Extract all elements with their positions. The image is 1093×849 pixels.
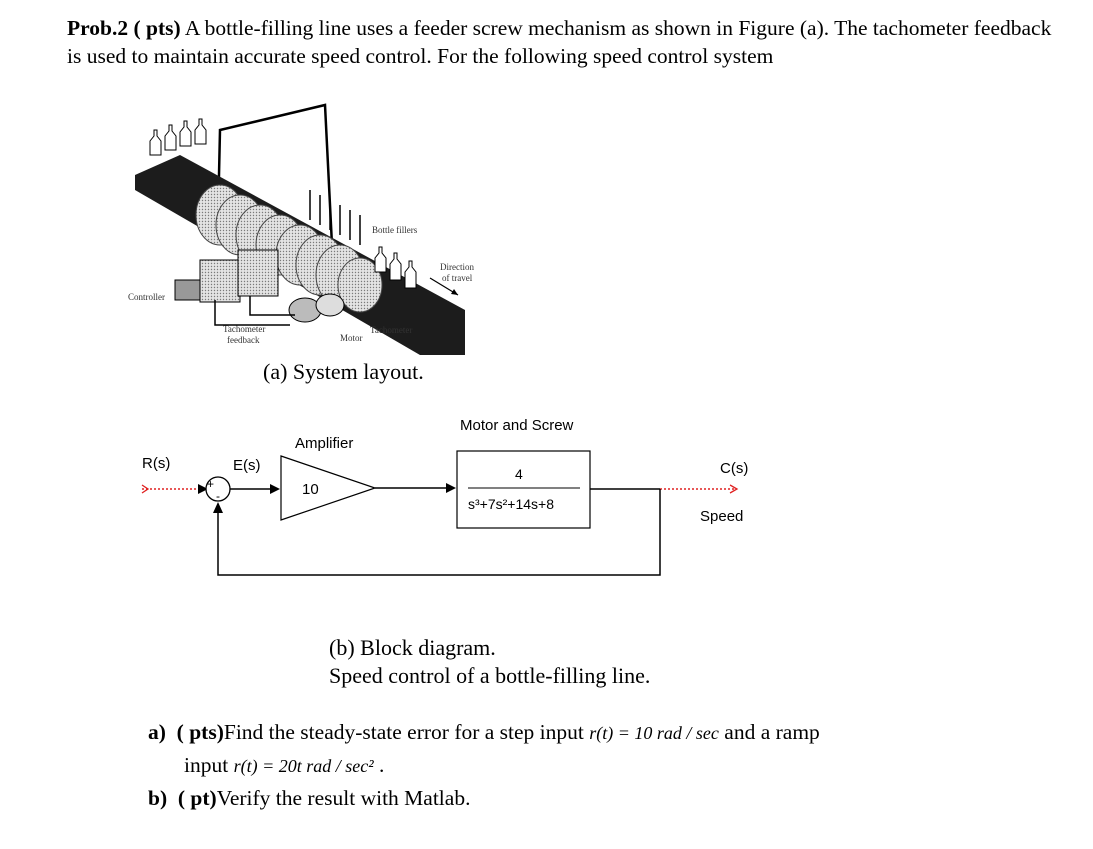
label-direction-1: Direction bbox=[440, 262, 474, 272]
question-a: a) ( pts)Find the steady-state error for… bbox=[148, 717, 1048, 748]
bottle-filler-nozzles bbox=[309, 190, 361, 245]
problem-statement: Prob.2 ( pts) A bottle-filling line uses… bbox=[67, 14, 1067, 70]
question-a-text1: Find the steady-state error for a step i… bbox=[223, 720, 590, 744]
question-a-text4: . bbox=[373, 753, 385, 777]
question-a-label: a) bbox=[148, 720, 166, 744]
input-arrowhead bbox=[198, 484, 208, 494]
amplifier-gain: 10 bbox=[302, 481, 319, 498]
question-a-text2: and a ramp bbox=[718, 720, 820, 744]
drive-box-2 bbox=[237, 249, 279, 297]
question-a-text3: input bbox=[184, 753, 234, 777]
feedback-arrowhead bbox=[213, 502, 223, 513]
label-tach-feedback-1: Tachometer bbox=[223, 324, 265, 334]
wiring bbox=[214, 296, 295, 326]
question-b-text: Verify the result with Matlab. bbox=[216, 786, 471, 810]
sum-plus: + bbox=[207, 477, 214, 491]
question-a-line2: input r(t) = 20t rad / sec² . bbox=[184, 750, 1044, 781]
plant-title: Motor and Screw bbox=[460, 417, 574, 434]
bottles bbox=[149, 118, 417, 289]
output-sublabel: Speed bbox=[700, 508, 743, 525]
step-input-expr: r(t) = 10 rad / sec bbox=[589, 723, 719, 743]
output-arrowhead bbox=[729, 484, 739, 494]
plant-numerator: 4 bbox=[515, 466, 523, 482]
block-diagram: + - 10 Amplifier 4 s³+7s²+14s+8 Motor an… bbox=[141, 417, 748, 576]
amplifier-title: Amplifier bbox=[295, 435, 353, 452]
plant-block bbox=[456, 450, 591, 529]
problem-label: Prob.2 ( pts) bbox=[67, 16, 181, 40]
output-label: C(s) bbox=[720, 460, 748, 477]
label-bottle-fillers: Bottle fillers bbox=[372, 225, 418, 235]
figure-b-caption-line1: (b) Block diagram. bbox=[329, 635, 496, 660]
error-arrowhead bbox=[270, 484, 280, 494]
figure-b-caption-line2: Speed control of a bottle-filling line. bbox=[329, 663, 651, 688]
system-layout-figure: Controller Tachometer feedback Motor Tac… bbox=[128, 103, 474, 355]
figure-a-caption: (a) System layout. bbox=[263, 359, 424, 384]
input-label: R(s) bbox=[142, 455, 170, 472]
question-b-pts: ( pt) bbox=[177, 786, 217, 810]
ramp-input-expr: r(t) = 20t rad / sec² bbox=[233, 756, 374, 776]
question-a-pts: ( pts) bbox=[176, 720, 224, 744]
question-b-label: b) bbox=[148, 786, 168, 810]
problem-text: A bottle-filling line uses a feeder scre… bbox=[67, 16, 1052, 68]
error-label: E(s) bbox=[233, 457, 261, 474]
label-controller: Controller bbox=[128, 292, 165, 302]
label-direction-2: of travel bbox=[442, 273, 473, 283]
tachometer-cylinder bbox=[315, 293, 345, 317]
plant-input-arrowhead bbox=[446, 483, 456, 493]
label-motor: Motor bbox=[340, 333, 363, 343]
amplifier-block bbox=[280, 455, 377, 521]
sum-minus: - bbox=[216, 489, 220, 503]
drive-box-1 bbox=[199, 259, 241, 303]
label-tach-feedback-2: feedback bbox=[227, 335, 260, 345]
feedback-path bbox=[217, 489, 661, 576]
label-tachometer: Tachometer bbox=[370, 325, 412, 335]
question-b: b) ( pt)Verify the result with Matlab. bbox=[148, 783, 1048, 813]
plant-denominator: s³+7s²+14s+8 bbox=[468, 496, 554, 512]
